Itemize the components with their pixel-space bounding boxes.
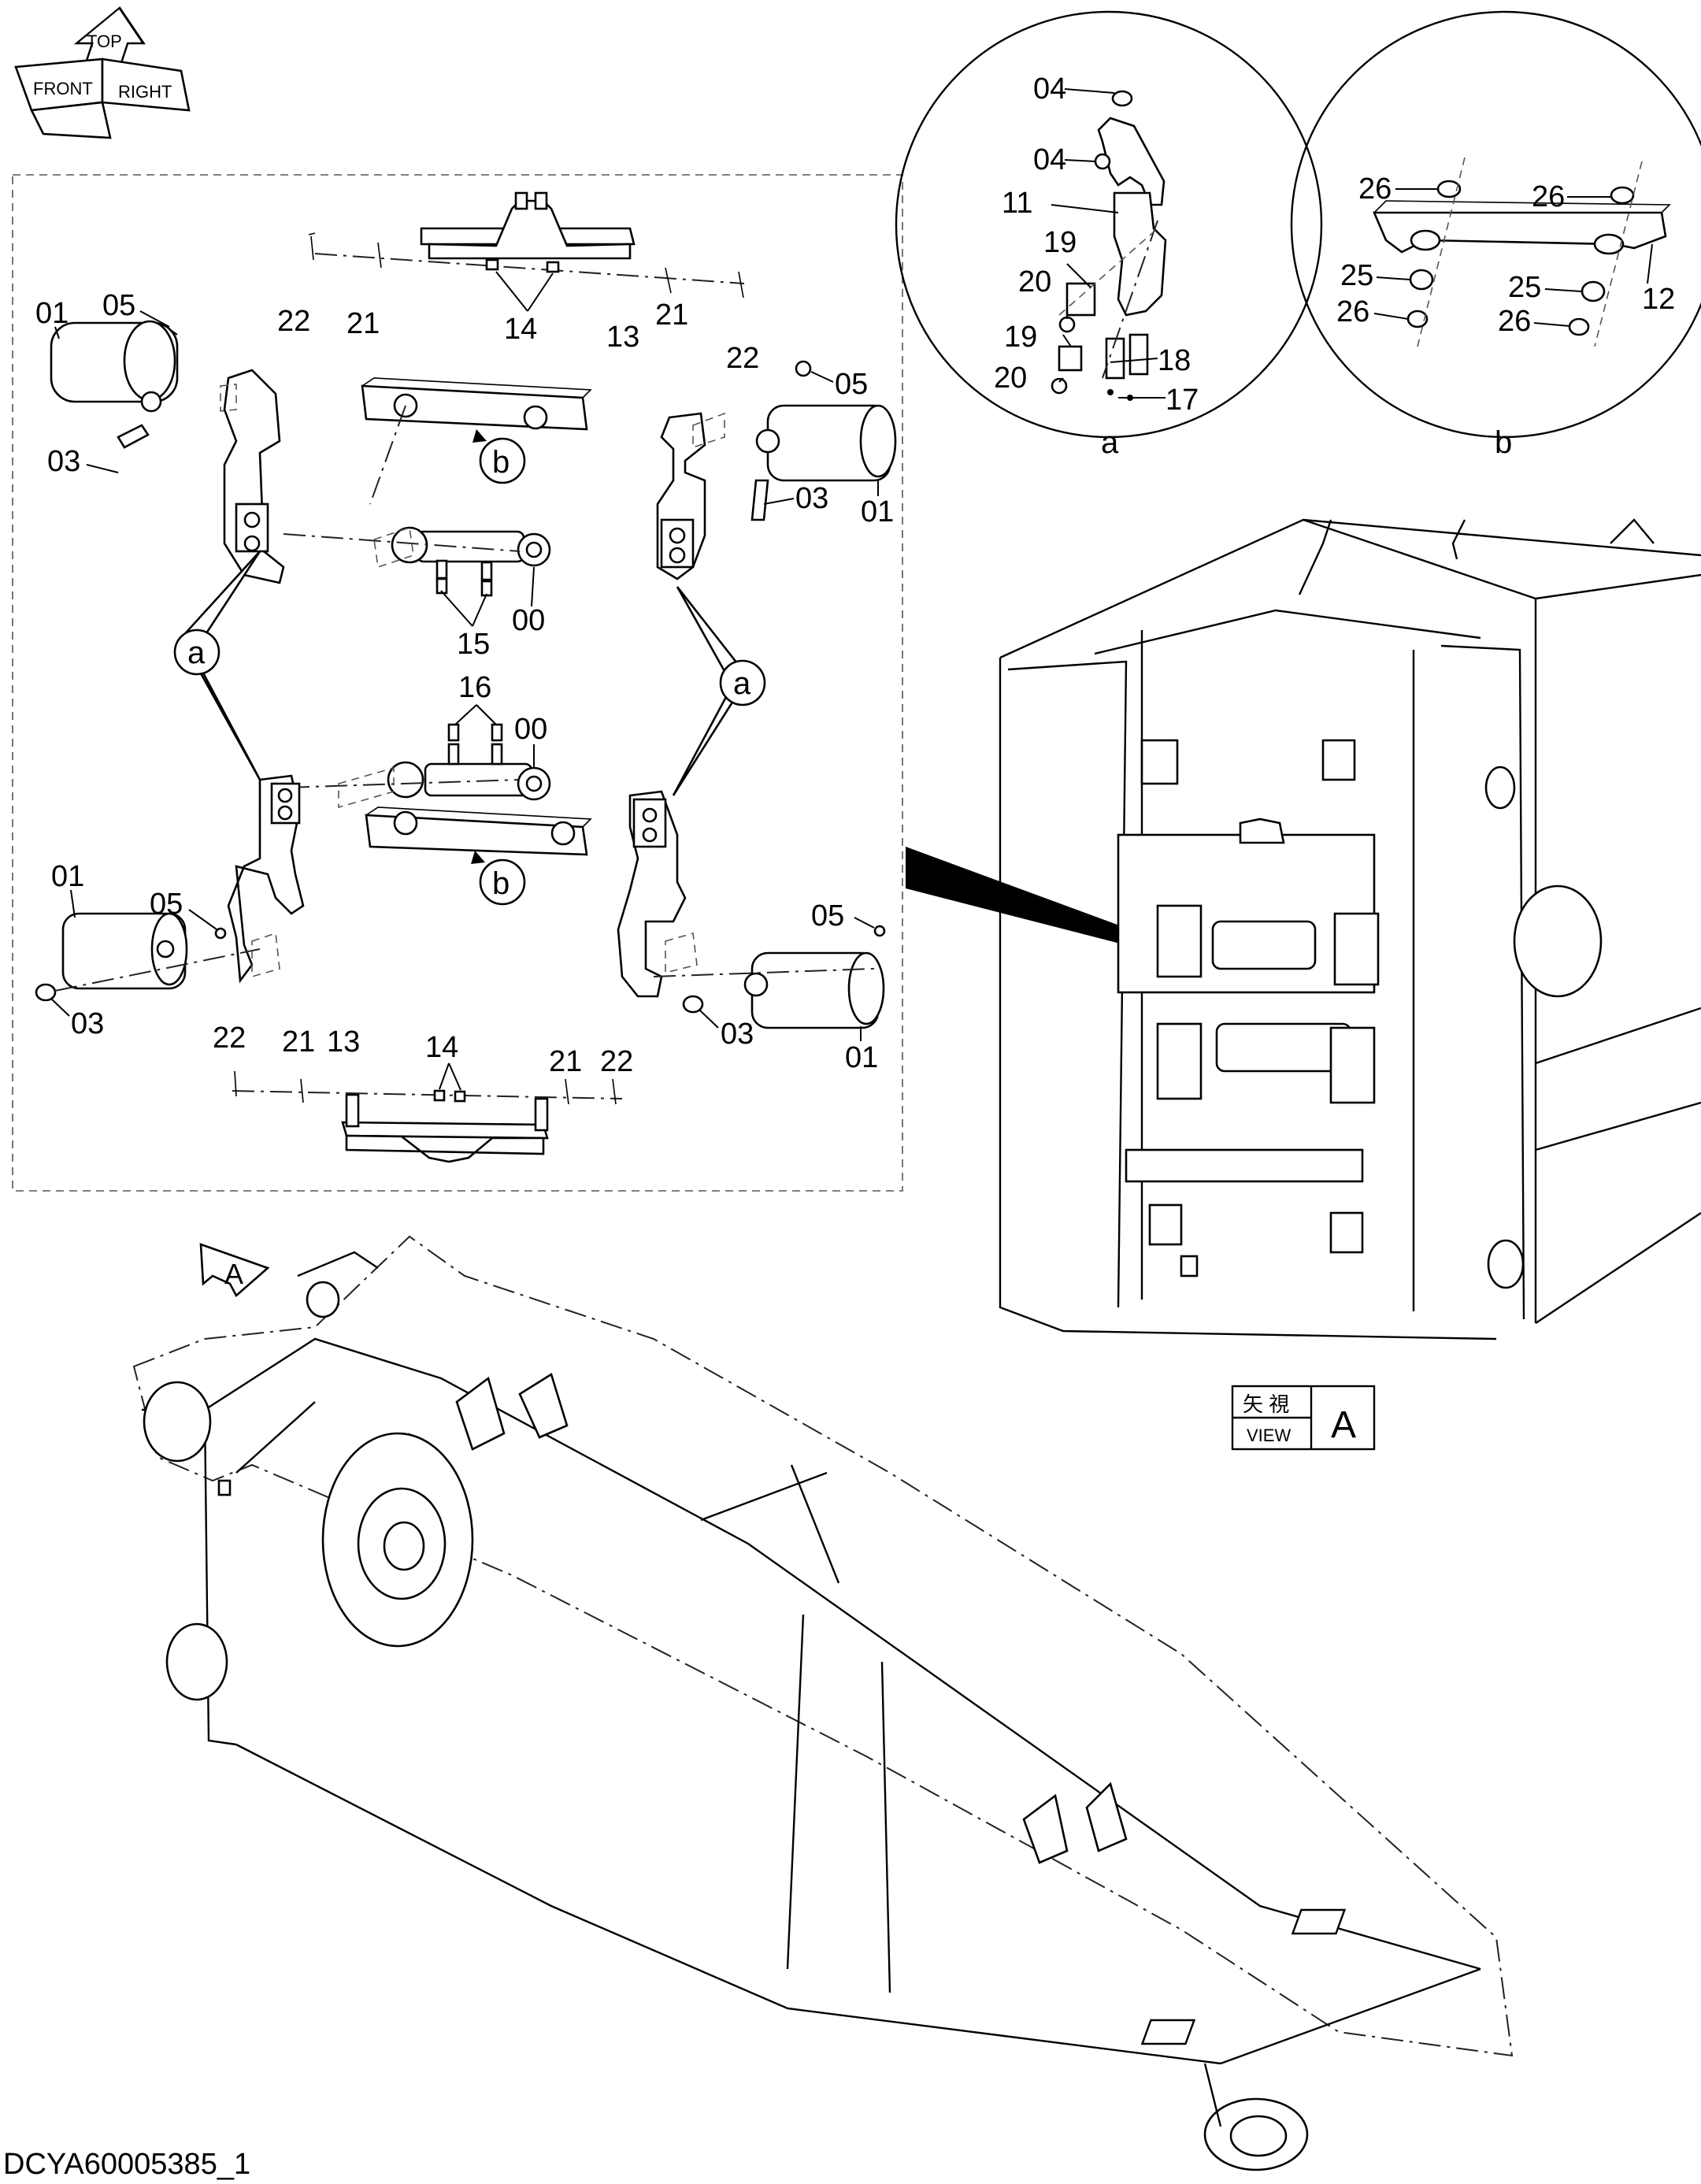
label-20-detail-a-bottom: 20 (994, 362, 1027, 395)
label-13-bottom: 13 (327, 1025, 360, 1059)
boom-outline (132, 1235, 1514, 2171)
detail-a-label: a (1101, 425, 1119, 460)
orientation-icon: FRONT RIGHT TOP (14, 6, 191, 139)
view-label-jp: 矢 視 (1243, 1392, 1289, 1416)
label-22-bottom-right: 22 (600, 1045, 633, 1078)
upper-cylinder-assembly (283, 526, 551, 597)
detail-b-label: b (1495, 425, 1512, 460)
label-03-upper-right: 03 (795, 482, 828, 515)
label-05-lower-left: 05 (150, 888, 183, 921)
label-21-top-left: 21 (346, 307, 380, 340)
label-26-detail-b-top-left: 26 (1358, 172, 1392, 206)
plate-b-upper (361, 377, 592, 505)
label-22-top-left: 22 (277, 305, 310, 338)
label-01-lower-left: 01 (51, 860, 84, 893)
label-05-upper-right: 05 (835, 368, 868, 401)
lower-cylinder-assembly (287, 723, 551, 809)
view-label-box: 矢 視 VIEW A (1231, 1385, 1376, 1451)
svg-text:a: a (187, 636, 206, 670)
label-03-lower-left: 03 (71, 1007, 104, 1040)
detail-circle-a (895, 10, 1323, 439)
drawing-id: DCYA60005385_1 (3, 2148, 250, 2181)
orientation-front-label: FRONT (33, 79, 93, 98)
callout-a-right: a (719, 659, 766, 706)
svg-text:b: b (492, 866, 510, 901)
part-labels: 22 21 14 13 21 22 01 05 03 05 03 01 15 0… (35, 72, 1675, 1091)
label-21-bottom-left: 21 (282, 1025, 315, 1059)
label-26-detail-b-top-right: 26 (1532, 180, 1565, 213)
callout-a-left: a (173, 629, 220, 676)
label-03-upper-left: 03 (47, 445, 80, 478)
label-19-detail-a-bottom: 19 (1004, 321, 1037, 354)
label-01-upper-left: 01 (35, 297, 69, 330)
view-marker-letter: A (224, 1258, 243, 1290)
label-15: 15 (457, 628, 490, 661)
label-25-detail-b-left: 25 (1340, 259, 1373, 292)
lower-right-pin-assembly (617, 790, 886, 1029)
label-22-bottom-left: 22 (213, 1022, 246, 1055)
label-11-detail-a: 11 (1002, 187, 1032, 220)
label-14-bottom: 14 (425, 1031, 458, 1064)
lower-left-pin-assembly (35, 774, 305, 1002)
label-17-detail-a: 17 (1166, 384, 1199, 417)
label-21-bottom-right: 21 (549, 1045, 582, 1078)
label-16: 16 (458, 671, 491, 704)
label-21-top-right: 21 (655, 298, 688, 332)
label-25-detail-b-right: 25 (1508, 271, 1541, 304)
view-label-letter: A (1331, 1404, 1356, 1446)
label-13-top: 13 (606, 321, 639, 354)
view-marker-a: A (199, 1243, 270, 1298)
plate-b-lower (365, 806, 592, 856)
label-14-top: 14 (504, 313, 537, 346)
callout-b-top: b (479, 437, 526, 484)
upper-left-pin-assembly (50, 320, 285, 584)
svg-text:b: b (492, 445, 510, 480)
label-00-upper: 00 (512, 604, 545, 637)
upper-right-pin-assembly (656, 360, 897, 580)
label-05-upper-left: 05 (102, 289, 135, 322)
label-19-detail-a-top: 19 (1043, 226, 1077, 259)
label-00-lower: 00 (514, 713, 547, 746)
view-pointer (906, 847, 1130, 945)
orientation-right-label: RIGHT (118, 82, 172, 102)
exploded-view-frame (12, 174, 903, 1192)
label-18-detail-a: 18 (1158, 344, 1191, 377)
upper-bracket-assembly (308, 191, 745, 298)
label-01-lower-right: 01 (845, 1041, 878, 1074)
label-04-detail-a-top: 04 (1033, 72, 1066, 106)
label-04-detail-a-mid: 04 (1033, 143, 1066, 176)
label-03-lower-right: 03 (721, 1018, 754, 1051)
label-01-upper-right: 01 (861, 495, 894, 528)
label-26-detail-b-bottom-right: 26 (1498, 305, 1531, 338)
label-05-lower-right: 05 (811, 899, 844, 933)
lower-bracket-assembly (232, 1070, 623, 1163)
orientation-top-label: TOP (87, 32, 122, 51)
view-a-assembly (999, 518, 1701, 1340)
detail-circle-b (1290, 10, 1701, 439)
label-20-detail-a-top: 20 (1018, 265, 1051, 298)
view-label-en: VIEW (1247, 1426, 1291, 1445)
svg-text:a: a (733, 666, 751, 701)
label-22-top-right: 22 (726, 342, 759, 375)
callout-b-bottom: b (479, 858, 526, 906)
label-26-detail-b-bottom-left: 26 (1336, 295, 1369, 328)
label-12-detail-b: 12 (1642, 283, 1675, 316)
